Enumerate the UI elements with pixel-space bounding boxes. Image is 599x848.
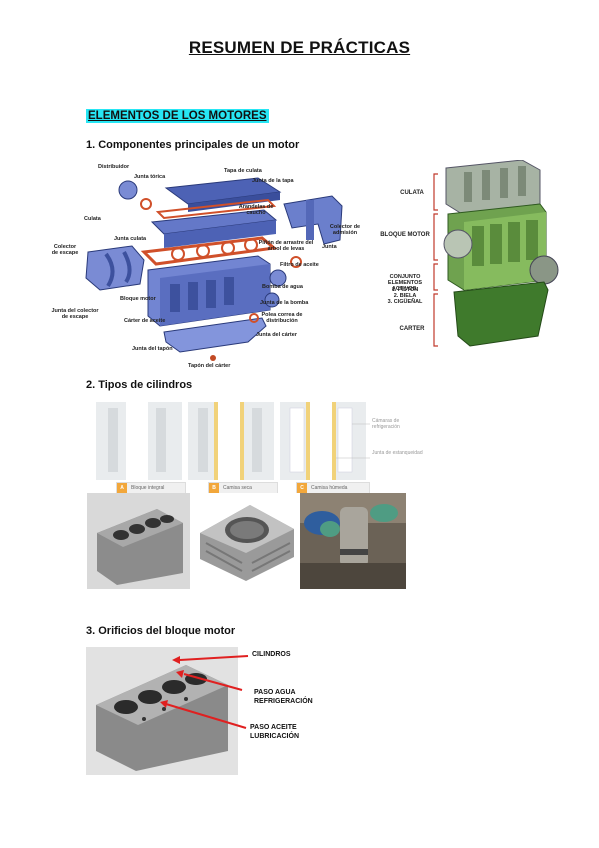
label-carter-cutaway: CARTER [399, 326, 425, 332]
label-culata-cutaway: CULATA [400, 190, 424, 196]
engine-exploded-diagram: Distribuidor Junta tórica Tapa de culata… [48, 160, 368, 372]
label-junta-tapa: Junta de la tapa [252, 178, 294, 184]
caption-a-letter: A [117, 483, 127, 493]
label-junta-culata: Junta culata [114, 236, 147, 242]
label-item1: 1. PISTON [391, 287, 419, 293]
label-culata: Culata [84, 216, 101, 222]
label-junta-estanqueidad: Junta de estanqueidad [372, 450, 423, 456]
label-paso-aceite-l2: LUBRICACIÓN [250, 733, 299, 740]
fig2-heading: 2. Tipos de cilindros [86, 379, 193, 391]
cylinder-types-diagram: A Bloque integral B Camisa seca C Camisa… [96, 402, 426, 494]
label-pinon: Piñón de arrastre del árbol de levas [258, 240, 314, 252]
caption-a-text: Bloque integral [131, 485, 165, 491]
label-bloque-cutaway: BLOQUE MOTOR [380, 232, 430, 238]
photo-dry-sleeve [190, 493, 300, 589]
label-junta-torica: Junta tórica [134, 174, 166, 180]
label-item3: 3. CIGÜEÑAL [387, 299, 423, 305]
label-colector-escape: Colector de escape [51, 244, 79, 256]
label-junta: Junta [322, 244, 337, 250]
label-carter-aceite: Cárter de aceite [124, 318, 166, 324]
engine-cutaway-illustration [433, 159, 559, 347]
photo-wet-sleeve [300, 493, 406, 589]
caption-c-letter: C [297, 483, 307, 493]
block-photo-illustration [87, 493, 190, 589]
caption-b-text: Camisa seca [223, 485, 252, 491]
label-camaras: Cámaras de refrigeración [372, 418, 400, 430]
cylinder-types-illustration [96, 402, 370, 480]
photo-block-integral [87, 493, 190, 589]
label-arandelas: Arandelas de caucho [238, 204, 274, 216]
caption-c-text: Camisa húmeda [311, 485, 348, 491]
section-heading: ELEMENTOS DE LOS MOTORES [86, 109, 269, 123]
fig1-heading: 1. Componentes principales de un motor [86, 139, 300, 151]
orifice-arrows [160, 655, 249, 729]
label-bomba-agua: Bomba de agua [262, 284, 303, 290]
label-bloque-motor: Bloque motor [120, 296, 156, 302]
engine-exploded-illustration [85, 177, 343, 361]
label-junta-bomba: Junta de la bomba [260, 300, 309, 306]
label-junta-carter: Junta del cárter [256, 332, 297, 338]
label-filtro-aceite: Filtro de aceite [280, 262, 319, 268]
wet-sleeve-photo-illustration [300, 493, 406, 589]
label-polea: Polea correa de distribución [261, 312, 303, 324]
cylinder-photo-illustration [190, 493, 300, 589]
label-conjunto-l1: CONJUNTO [389, 274, 421, 280]
label-junta-colector: Junta del colector de escape [51, 308, 99, 320]
label-paso-aceite-l1: PASO ACEITE [250, 724, 297, 731]
label-colector-admision: Colector de admisión [329, 224, 361, 236]
label-cilindros: CILINDROS [252, 651, 291, 658]
block-orifices-illustration [86, 647, 238, 775]
document-title: RESUMEN DE PRÁCTICAS [188, 38, 411, 57]
label-junta-tapon: Junta del tapón [132, 346, 173, 352]
photo-block-orifices [86, 647, 238, 775]
caption-b-letter: B [209, 483, 219, 493]
engine-cutaway-diagram: CULATA BLOQUE MOTOR CONJUNTO ELEMENTOS A… [372, 159, 562, 355]
label-paso-agua-l1: PASO AGUA [254, 689, 296, 696]
caption-a: A Bloque integral [116, 482, 186, 494]
label-tapa-culata: Tapa de culata [224, 168, 262, 174]
label-paso-agua-l2: REFRIGERACIÓN [254, 698, 313, 705]
label-distribuidor: Distribuidor [98, 164, 130, 170]
label-item2: 2. BIELA [393, 293, 417, 299]
label-tapon-carter: Tapón del cárter [188, 363, 231, 369]
label-conjunto-l2: ELEMENTOS ACTIVOS: [387, 280, 423, 292]
fig3-heading: 3. Orificios del bloque motor [86, 625, 236, 637]
